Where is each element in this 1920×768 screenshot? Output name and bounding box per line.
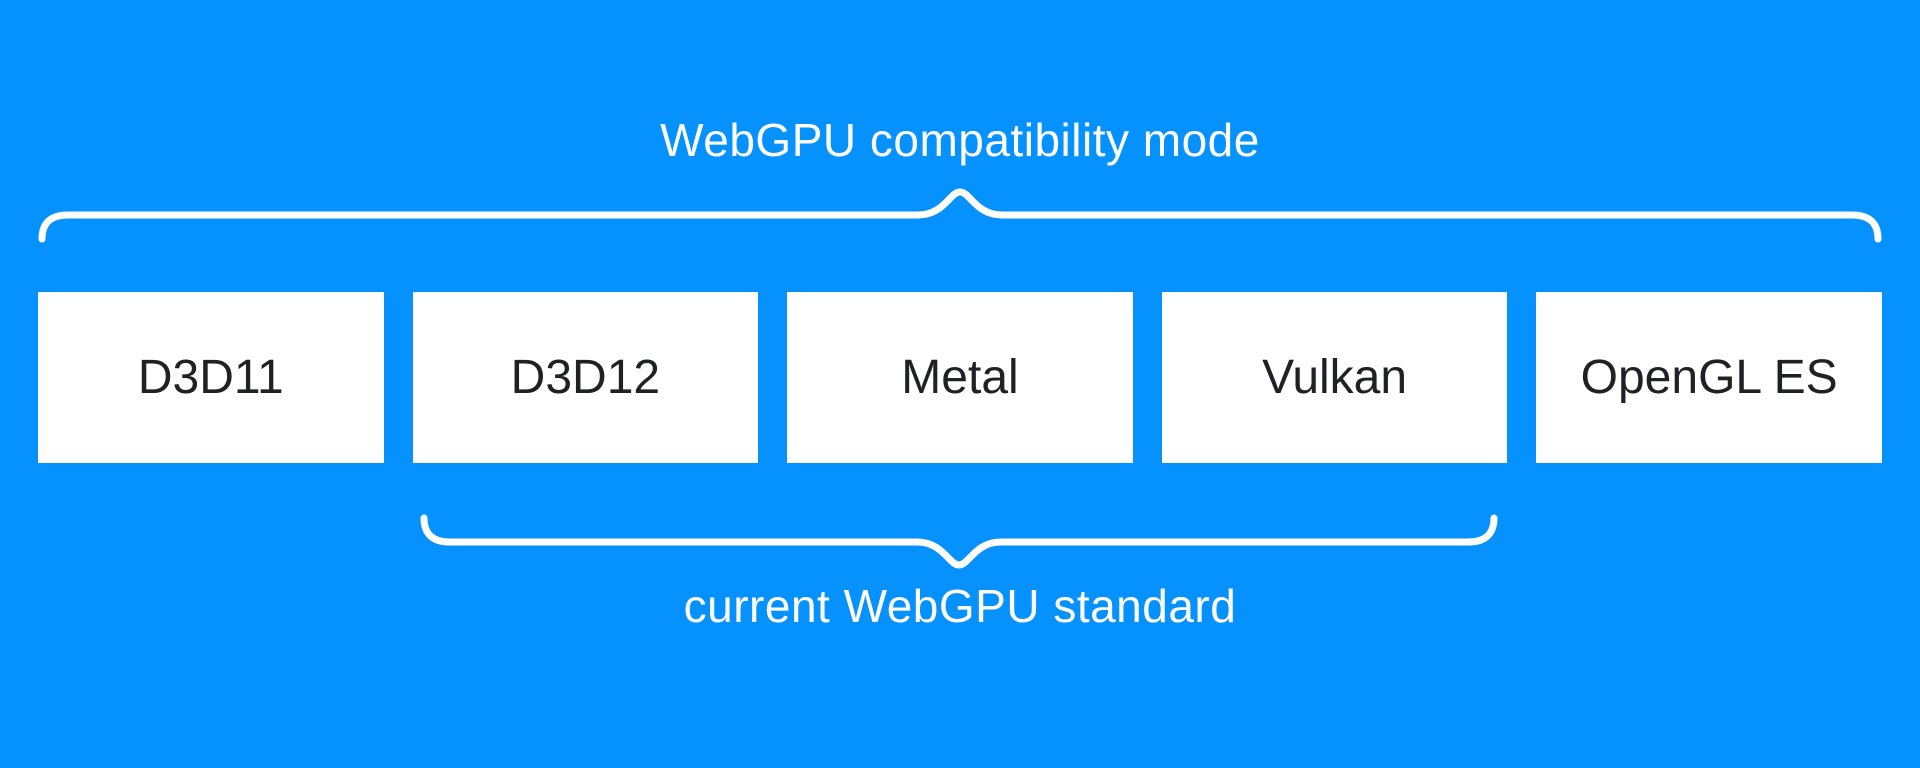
api-box-label: OpenGL ES (1580, 351, 1838, 404)
top-brace (38, 188, 1882, 243)
api-box-label: Vulkan (1262, 351, 1408, 404)
api-box-label: D3D11 (137, 351, 284, 404)
current-standard-label: current WebGPU standard (683, 580, 1237, 632)
api-box-opengl-es: OpenGL ES (1536, 292, 1882, 463)
api-box-row: D3D11 D3D12 Metal Vulkan OpenGL ES (38, 292, 1882, 463)
api-box-label: D3D12 (510, 351, 661, 404)
bottom-brace (420, 514, 1498, 569)
api-box-d3d11: D3D11 (38, 292, 384, 463)
api-box-d3d12: D3D12 (412, 292, 759, 463)
api-box-metal: Metal (787, 292, 1133, 463)
api-box-label: Metal (901, 351, 1019, 404)
compatibility-mode-label: WebGPU compatibility mode (660, 114, 1260, 166)
api-box-vulkan: Vulkan (1161, 292, 1508, 463)
